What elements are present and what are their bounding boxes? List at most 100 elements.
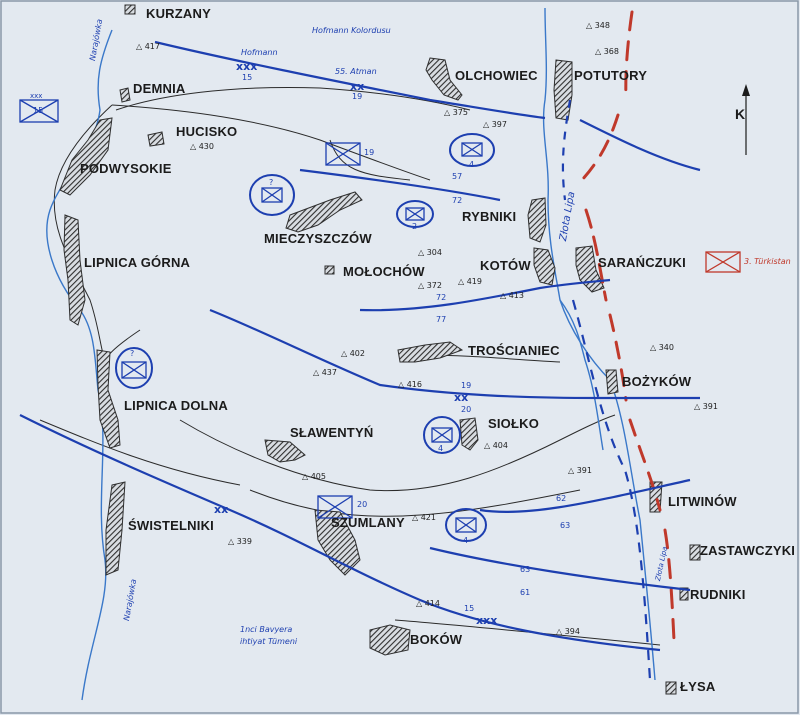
unit-label: 77	[436, 315, 447, 324]
village-shape-rudniki	[679, 587, 689, 601]
elevation: △ 368	[595, 47, 619, 56]
village-shape-swistelniki	[105, 481, 126, 576]
village-label-kotow: KOTÓW	[480, 258, 531, 273]
elevation: △ 437	[313, 368, 337, 377]
village-label-hucisko: HUCISKO	[176, 124, 238, 139]
village-shape-troscianiec	[397, 341, 464, 363]
village-label-lipnica-gorna: LIPNICA GÓRNA	[84, 255, 191, 270]
road-slawentyn-siolko	[179, 414, 616, 492]
unit-label: 72	[436, 293, 447, 302]
village-shape-zastawczyki	[689, 544, 701, 561]
division-symbol: xx	[350, 80, 365, 93]
elevation: △ 421	[412, 513, 436, 522]
elevation: △ 402	[341, 349, 365, 358]
division-symbol: xx	[214, 503, 229, 516]
elevation: △ 348	[586, 21, 610, 30]
line-north	[154, 40, 546, 120]
label-bavyera-1: 1nci Bavyera	[240, 625, 293, 634]
label-atman: 55. Atman	[335, 67, 377, 76]
elevation: △ 417	[136, 42, 160, 51]
village-label-slawentyn: SŁAWENTYŃ	[290, 425, 374, 440]
compass-north-arrow	[742, 84, 750, 155]
village-label-zastawczyki: ZASTAWCZYKI	[700, 543, 796, 558]
village-shape-demnia	[119, 87, 131, 103]
village-shape-bozykow	[605, 369, 619, 395]
zlota-lipa-river	[542, 7, 656, 681]
elevation: △ 404	[484, 441, 508, 450]
unit-label: 15	[33, 106, 44, 115]
village-label-siolko: SIOŁKO	[488, 416, 540, 431]
unit-label: ?	[269, 178, 274, 187]
village-label-lysa: ŁYSA	[680, 679, 716, 694]
unit-label: 19	[364, 148, 375, 157]
road-west	[53, 104, 113, 371]
line-south	[19, 414, 661, 652]
elevation: △ 304	[418, 248, 442, 257]
elevation: △ 339	[228, 537, 252, 546]
unit-label: 4	[438, 444, 444, 453]
division-symbol: xx	[454, 391, 469, 404]
unit-label: 62	[556, 494, 567, 503]
road-demnia-rybniki	[111, 104, 431, 181]
unit-label: 19	[461, 381, 472, 390]
enemy-front-line	[580, 10, 676, 642]
village-shape-bokow	[369, 624, 411, 656]
village-label-szumlany: SZUMLANY	[331, 515, 405, 530]
elevation: △ 391	[568, 466, 592, 475]
village-shape-mieczyszczow	[285, 191, 363, 233]
unit-symbol: xxx	[30, 92, 43, 100]
corps-symbol: xxx	[236, 60, 258, 73]
road-north	[115, 86, 471, 111]
narajowka-river	[46, 29, 113, 701]
unit-label: 15	[242, 73, 253, 82]
village-label-litwinow: LITWINÓW	[668, 494, 737, 509]
village-label-troscianiec: TROŚCIANIEC	[468, 343, 560, 358]
road-lipnica-dolna	[39, 419, 241, 486]
village-shape-siolko	[459, 417, 479, 451]
village-label-kurzany: KURZANY	[146, 6, 211, 21]
elevation: △ 375	[444, 108, 468, 117]
elevation: △ 397	[483, 120, 507, 129]
village-label-podwysokie: PODWYSOKIE	[80, 161, 172, 176]
elevation: △ 416	[398, 380, 422, 389]
unit-label: 2	[412, 222, 418, 231]
unit-label: 20	[357, 500, 368, 509]
unit-label: 4	[469, 160, 475, 169]
elevation: △ 391	[694, 402, 718, 411]
village-shape-lipnica-gorna	[63, 214, 86, 326]
corps-symbol: xxx	[476, 614, 498, 627]
village-shape-potutory	[553, 59, 573, 121]
village-label-saranczuki: SARAŃCZUKI	[598, 255, 686, 270]
road-bokow-lysa	[394, 619, 661, 646]
elevation: △ 405	[302, 472, 326, 481]
unit-label: 15	[464, 604, 475, 613]
line-62-63	[479, 478, 691, 513]
elevation: △ 340	[650, 343, 674, 352]
village-shape-lysa	[665, 681, 677, 695]
village-label-rudniki: RUDNIKI	[690, 587, 746, 602]
village-label-bokow: BOKÓW	[410, 632, 463, 647]
village-label-lipnica-dolna: LIPNICA DOLNA	[124, 398, 228, 413]
unit-label: 20	[461, 405, 472, 414]
label-hofmann-kolordusu: Hofmann Kolordusu	[312, 26, 391, 35]
zlota-lipa-branch	[559, 299, 604, 451]
unit-ellipses	[115, 133, 495, 542]
unit-label: 61	[520, 588, 531, 597]
label-hofmann: Hofmann	[241, 48, 278, 57]
line-63-61	[429, 546, 691, 592]
village-label-demnia: DEMNIA	[133, 81, 186, 96]
label-3-turkistan: 3. Türkistan	[744, 257, 791, 266]
unit-label: ?	[130, 349, 135, 358]
unit-label: 72	[452, 196, 463, 205]
friendly-lines	[19, 40, 701, 681]
elevation: △ 419	[458, 277, 482, 286]
elevation: △ 413	[500, 291, 524, 300]
unit-label: 19	[352, 92, 363, 101]
unit-label: 63	[520, 565, 531, 574]
line-72-77	[359, 278, 611, 312]
village-shape-kotow	[533, 247, 556, 286]
village-shape-kurzany	[124, 4, 136, 15]
compass-label: K	[735, 106, 746, 122]
